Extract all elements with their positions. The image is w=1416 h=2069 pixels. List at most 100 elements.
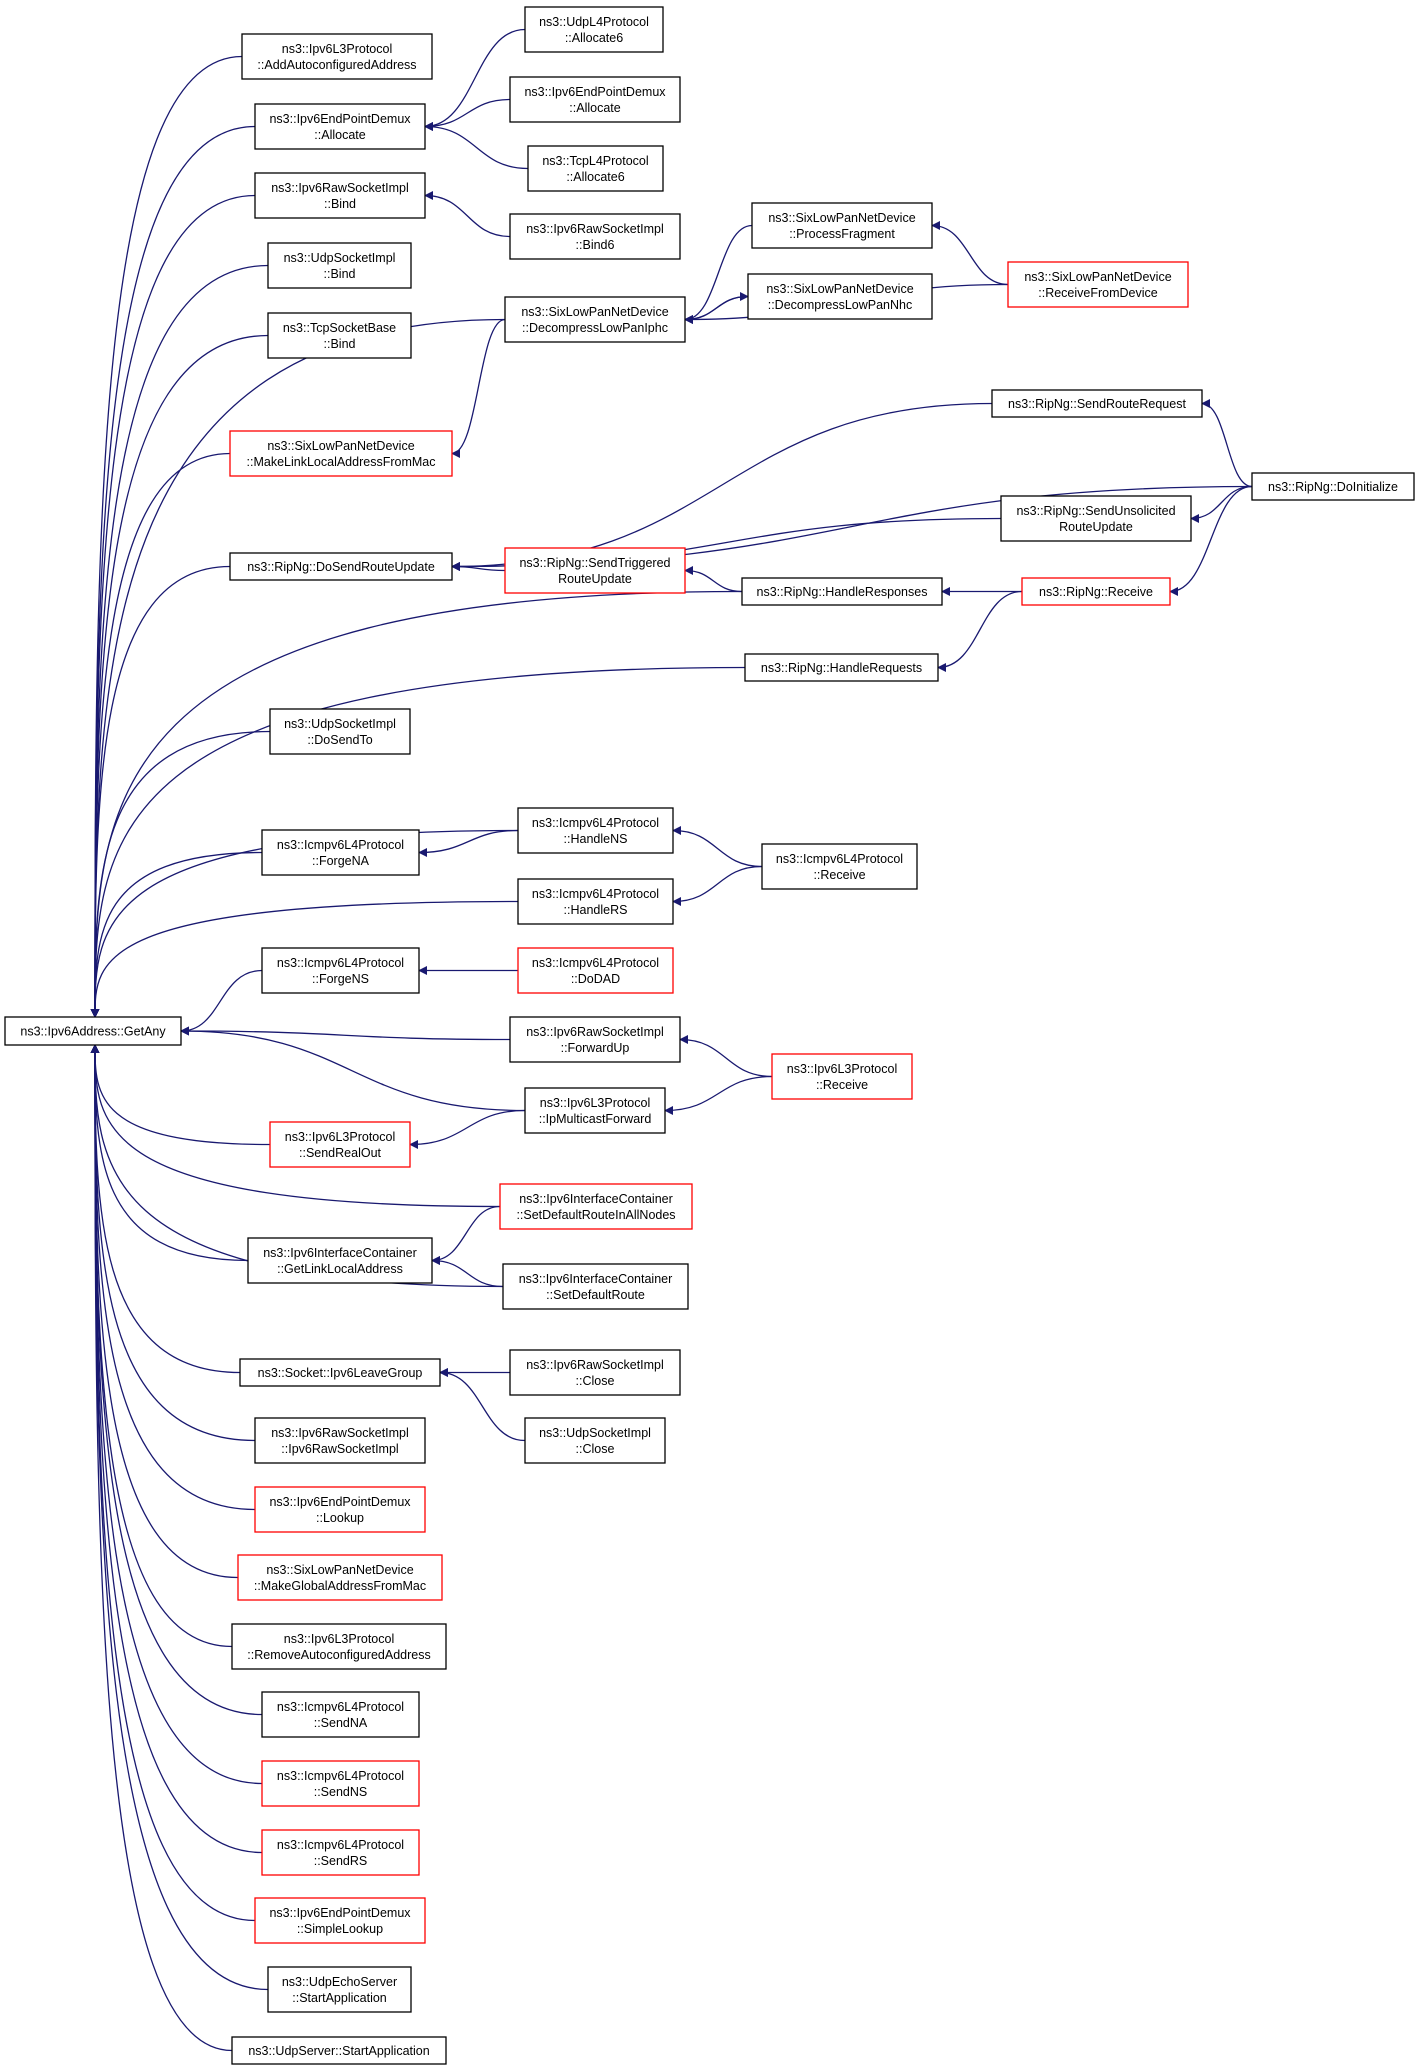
node-box[interactable] (502, 1263, 689, 1310)
node-box[interactable] (771, 1053, 913, 1100)
node-n-tcpsock-bind[interactable]: ns3::TcpSocketBase::Bind (267, 312, 412, 359)
node-box[interactable] (744, 653, 939, 682)
node-n-icmp-receive[interactable]: ns3::Icmpv6L4Protocol::Receive (761, 843, 918, 890)
node-box[interactable] (254, 1486, 426, 1533)
node-n-handleresponses[interactable]: ns3::RipNg::HandleResponses (741, 577, 943, 606)
node-box[interactable] (239, 1358, 441, 1387)
node-box[interactable] (1007, 261, 1189, 308)
node-box[interactable] (504, 296, 686, 343)
node-n-removeauto[interactable]: ns3::Ipv6L3Protocol::RemoveAutoconfigure… (231, 1623, 447, 1670)
node-n-udp-close[interactable]: ns3::UdpSocketImpl::Close (524, 1417, 666, 1464)
node-box[interactable] (517, 947, 674, 994)
node-box[interactable] (517, 878, 674, 925)
node-n-setdefroute[interactable]: ns3::Ipv6InterfaceContainer::SetDefaultR… (502, 1263, 689, 1310)
node-box[interactable] (761, 843, 918, 890)
node-n-raw-bind6[interactable]: ns3::Ipv6RawSocketImpl::Bind6 (509, 213, 681, 260)
node-n-handlerequests[interactable]: ns3::RipNg::HandleRequests (744, 653, 939, 682)
node-box[interactable] (254, 172, 426, 219)
node-n-recvfromdev[interactable]: ns3::SixLowPanNetDevice::ReceiveFromDevi… (1007, 261, 1189, 308)
node-box[interactable] (517, 807, 674, 854)
node-root[interactable]: ns3::Ipv6Address::GetAny (4, 1016, 182, 1046)
node-n-leavegroup[interactable]: ns3::Socket::Ipv6LeaveGroup (239, 1358, 441, 1387)
node-box[interactable] (741, 577, 943, 606)
node-box[interactable] (267, 242, 412, 289)
node-box[interactable] (504, 547, 686, 594)
node-box[interactable] (991, 389, 1203, 418)
node-n-processfrag[interactable]: ns3::SixLowPanNetDevice::ProcessFragment (751, 202, 933, 249)
node-n-forgena[interactable]: ns3::Icmpv6L4Protocol::ForgeNA (261, 829, 420, 876)
node-box[interactable] (267, 1966, 412, 2013)
node-box[interactable] (509, 1349, 681, 1396)
node-n-mkglobal[interactable]: ns3::SixLowPanNetDevice::MakeGlobalAddre… (237, 1554, 443, 1601)
node-n-addauto[interactable]: ns3::Ipv6L3Protocol::AddAutoconfiguredAd… (241, 33, 433, 80)
node-n-udpl4-alloc6[interactable]: ns3::UdpL4Protocol::Allocate6 (524, 6, 664, 53)
node-n-udpserver-start[interactable]: ns3::UdpServer::StartApplication (231, 2036, 447, 2065)
node-n-udp-dosendto[interactable]: ns3::UdpSocketImpl::DoSendTo (269, 708, 411, 755)
node-n-sendna[interactable]: ns3::Icmpv6L4Protocol::SendNA (261, 1691, 420, 1738)
node-box[interactable] (254, 1417, 426, 1464)
node-box[interactable] (267, 312, 412, 359)
node-box[interactable] (261, 947, 420, 994)
node-box[interactable] (254, 1897, 426, 1944)
node-box[interactable] (269, 708, 411, 755)
node-box[interactable] (229, 552, 453, 581)
node-n-raw-close[interactable]: ns3::Ipv6RawSocketImpl::Close (509, 1349, 681, 1396)
node-box[interactable] (524, 1417, 666, 1464)
node-n-handlers[interactable]: ns3::Icmpv6L4Protocol::HandleRS (517, 878, 674, 925)
node-n-simplelookup[interactable]: ns3::Ipv6EndPointDemux::SimpleLookup (254, 1897, 426, 1944)
node-box[interactable] (499, 1183, 693, 1230)
node-box[interactable] (261, 1760, 420, 1807)
node-n-sendns[interactable]: ns3::Icmpv6L4Protocol::SendNS (261, 1760, 420, 1807)
node-box[interactable] (524, 6, 664, 53)
node-box[interactable] (524, 1087, 666, 1134)
node-box[interactable] (247, 1237, 433, 1284)
node-box[interactable] (747, 273, 933, 320)
node-box[interactable] (241, 33, 433, 80)
node-box[interactable] (261, 1691, 420, 1738)
node-n-getlinklocal[interactable]: ns3::Ipv6InterfaceContainer::GetLinkLoca… (247, 1237, 433, 1284)
node-n-dodad[interactable]: ns3::Icmpv6L4Protocol::DoDAD (517, 947, 674, 994)
node-n-handlens[interactable]: ns3::Icmpv6L4Protocol::HandleNS (517, 807, 674, 854)
node-box[interactable] (509, 213, 681, 260)
node-n-sendrealout[interactable]: ns3::Ipv6L3Protocol::SendRealOut (269, 1121, 411, 1168)
node-n-udpsock-bind[interactable]: ns3::UdpSocketImpl::Bind (267, 242, 412, 289)
node-box[interactable] (1251, 472, 1415, 501)
node-box[interactable] (231, 2036, 447, 2065)
node-n-forwardup[interactable]: ns3::Ipv6RawSocketImpl::ForwardUp (509, 1016, 681, 1063)
node-n-ipmcastfwd[interactable]: ns3::Ipv6L3Protocol::IpMulticastForward (524, 1087, 666, 1134)
node-box[interactable] (1000, 495, 1192, 542)
node-n-echo-start[interactable]: ns3::UdpEchoServer::StartApplication (267, 1966, 412, 2013)
node-box[interactable] (229, 430, 453, 477)
node-box[interactable] (269, 1121, 411, 1168)
node-n-sendrs[interactable]: ns3::Icmpv6L4Protocol::SendRS (261, 1829, 420, 1876)
node-n-mklinklocal[interactable]: ns3::SixLowPanNetDevice::MakeLinkLocalAd… (229, 430, 453, 477)
node-box[interactable] (261, 1829, 420, 1876)
node-n-l3-receive[interactable]: ns3::Ipv6L3Protocol::Receive (771, 1053, 913, 1100)
node-box[interactable] (261, 829, 420, 876)
node-n-raw-bind[interactable]: ns3::Ipv6RawSocketImpl::Bind (254, 172, 426, 219)
node-n-rawctor[interactable]: ns3::Ipv6RawSocketImpl::Ipv6RawSocketImp… (254, 1417, 426, 1464)
node-n-setdefallnodes[interactable]: ns3::Ipv6InterfaceContainer::SetDefaultR… (499, 1183, 693, 1230)
node-n-epd-alloc2[interactable]: ns3::Ipv6EndPointDemux::Allocate (509, 76, 681, 123)
node-n-tcpl4-alloc6[interactable]: ns3::TcpL4Protocol::Allocate6 (527, 145, 664, 192)
node-box[interactable] (751, 202, 933, 249)
node-box[interactable] (509, 76, 681, 123)
node-box[interactable] (231, 1623, 447, 1670)
node-box[interactable] (1021, 577, 1171, 606)
node-n-ripng-doinit[interactable]: ns3::RipNg::DoInitialize (1251, 472, 1415, 501)
node-n-decompnhc[interactable]: ns3::SixLowPanNetDevice::DecompressLowPa… (747, 273, 933, 320)
node-n-decompiphc[interactable]: ns3::SixLowPanNetDevice::DecompressLowPa… (504, 296, 686, 343)
node-n-dosendroute[interactable]: ns3::RipNg::DoSendRouteUpdate (229, 552, 453, 581)
node-box[interactable] (4, 1016, 182, 1046)
node-box[interactable] (237, 1554, 443, 1601)
node-box[interactable] (509, 1016, 681, 1063)
node-n-ripng-receive[interactable]: ns3::RipNg::Receive (1021, 577, 1171, 606)
node-box[interactable] (527, 145, 664, 192)
node-n-forgens[interactable]: ns3::Icmpv6L4Protocol::ForgeNS (261, 947, 420, 994)
node-n-epd-alloc[interactable]: ns3::Ipv6EndPointDemux::Allocate (254, 103, 426, 150)
node-n-epd-lookup[interactable]: ns3::Ipv6EndPointDemux::Lookup (254, 1486, 426, 1533)
node-box[interactable] (254, 103, 426, 150)
node-n-sendrouterequest[interactable]: ns3::RipNg::SendRouteRequest (991, 389, 1203, 418)
